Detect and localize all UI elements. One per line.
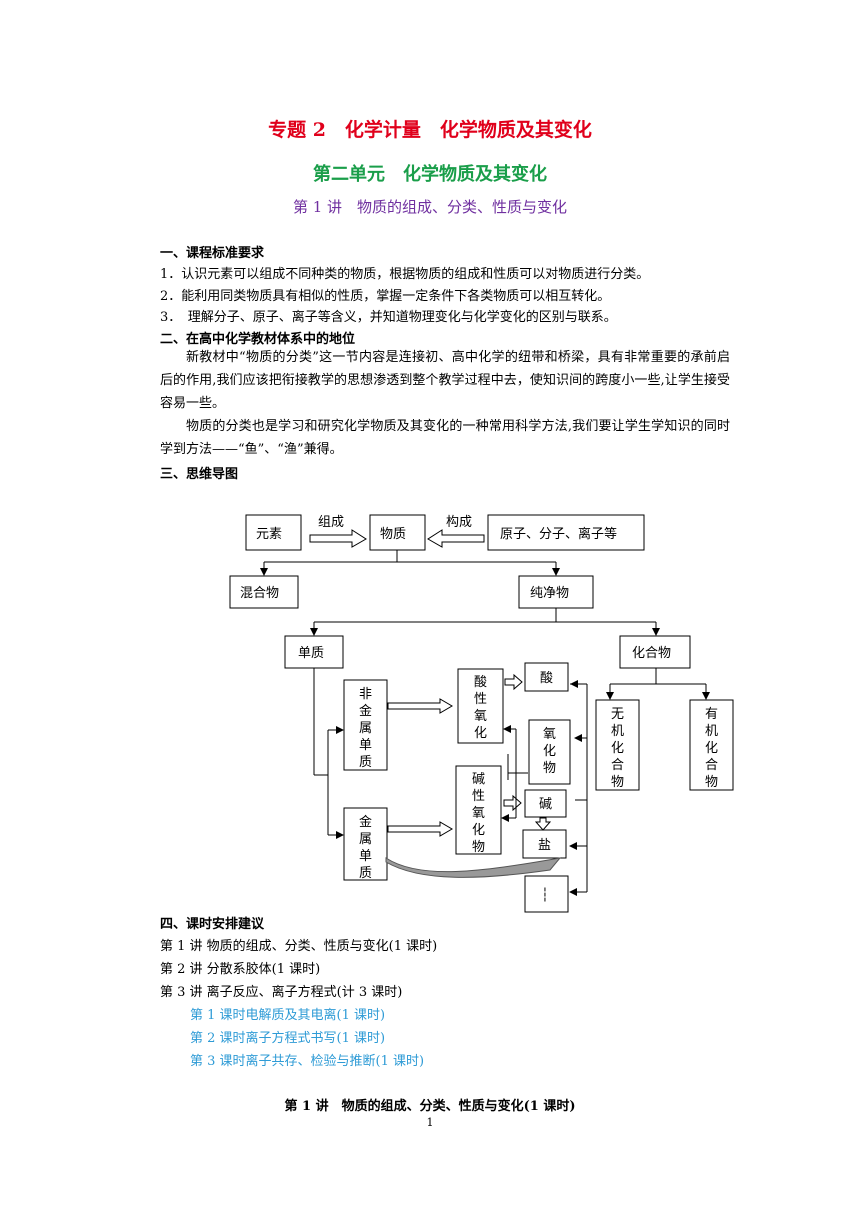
label-jianxing-0: 碱 [472,772,485,787]
section-2-heading: 二、在高中化学教材体系中的地位 [160,332,356,347]
box-wuji [595,699,640,791]
label-yan: 盐 [538,838,551,853]
label-jianxing-1: 性 [472,789,485,804]
label-jinshu-2: 单 [359,849,372,864]
label-hunhewu: 混合物 [240,586,279,601]
lesson-title: 第 1 讲 物质的组成、分类、性质与变化 [292,198,568,216]
label-yuansu: 元素 [256,527,282,542]
document-title: 专题 2 化学计量 化学物质及其变化 [268,119,592,141]
next-lesson-title: 第 1 讲 物质的组成、分类、性质与变化(1 课时) [284,1099,576,1114]
label-lizi: 原子、分子、离子等 [500,526,617,542]
section-1-item: 2．能利用同类物质具有相似的性质，掌握一定条件下各类物质可以相互转化。 [160,289,611,304]
label-dots: ┆ [541,887,549,903]
box-youji [689,699,734,791]
label-yanghuawu-1: 化 [543,744,556,759]
label-yanghuawu-0: 氧 [543,727,556,742]
label-feijinshu-2: 属 [359,721,372,736]
section-2-paragraph-2: 物质的分类也是学习和研究化学物质及其变化的一种常用科学方法,我们要让学生学知识的… [160,419,730,457]
label-jinshu-0: 金 [359,814,372,830]
label-feijinshu-1: 金 [359,703,372,719]
label-wuji-4: 物 [611,775,624,790]
section-1-heading: 一、课程标准要求 [160,246,265,261]
box-dots [524,875,569,913]
label-wuzhi: 物质 [380,527,406,542]
label-wuji-2: 化 [611,741,624,756]
schedule-item: 第 1 讲 物质的组成、分类、性质与变化(1 课时) [160,939,438,954]
label-danzhi: 单质 [298,646,324,661]
label-youji-1: 机 [705,724,718,739]
label-youji-3: 合 [705,758,718,773]
label-wuji-0: 无 [611,707,624,722]
box-jinshu [343,807,388,881]
label-wuji-1: 机 [611,724,624,739]
label-goucheng: 构成 [446,515,472,530]
label-chunjingwu: 纯净物 [530,586,569,601]
label-jinshu-3: 质 [359,866,372,881]
label-feijinshu-3: 单 [359,738,372,753]
label-youji-4: 物 [705,775,718,790]
schedule-subitem: 第 2 课时离子方程式书写(1 课时) [190,1031,386,1046]
box-yuansu [245,514,302,551]
box-lizi [487,514,645,551]
box-suanxing [457,668,504,744]
label-jianxing-3: 化 [472,823,485,838]
box-yanghuawu [528,719,571,785]
label-suanxing-1: 性 [474,692,487,707]
unit-title: 第二单元 化学物质及其变化 [313,164,547,185]
schedule-subitem: 第 3 课时离子共存、检验与推断(1 课时) [190,1054,425,1069]
label-suan: 酸 [540,671,553,686]
label-feijinshu-4: 质 [359,755,372,770]
label-wuji-3: 合 [611,758,624,773]
section-3-heading: 三、思维导图 [160,467,239,482]
page-number: 1 [426,1116,434,1129]
label-jinshu-1: 属 [359,832,372,847]
box-suan [524,662,569,692]
label-youji-0: 有 [705,707,718,722]
label-suanxing-2: 氧 [474,709,487,724]
schedule-item: 第 3 讲 离子反应、离子方程式(计 3 课时) [160,985,403,1000]
box-jian [524,789,567,818]
label-jian: 碱 [539,797,552,812]
label-zucheng: 组成 [318,515,344,530]
label-youji-2: 化 [705,741,718,756]
section-4-heading: 四、课时安排建议 [160,917,265,932]
label-feijinshu-0: 非 [359,687,372,702]
box-jianxing [455,765,502,855]
section-2-paragraph-1: 新教材中“物质的分类”这一节内容是连接初、高中化学的纽带和桥梁，具有非常重要的承… [160,350,730,411]
section-1-item: 1．认识元素可以组成不同种类的物质，根据物质的组成和性质可以对物质进行分类。 [160,267,650,282]
schedule-item: 第 2 讲 分散系胶体(1 课时) [160,962,321,977]
label-suanxing-0: 酸 [474,675,487,690]
box-feijinshu [343,679,388,771]
label-huahewu: 化合物 [632,646,671,661]
label-jianxing-4: 物 [472,840,485,855]
label-yanghuawu-2: 物 [543,761,556,776]
label-suanxing-3: 化 [474,726,487,741]
box-hunhewu [229,575,299,609]
box-yan [522,829,567,859]
section-1-item: 3． 理解分子、原子、离子等含义，并知道物理变化与化学变化的区别与联系。 [160,310,617,325]
box-huahewu [619,635,691,669]
schedule-subitem: 第 1 课时电解质及其电离(1 课时) [190,1008,386,1023]
label-jianxing-2: 氧 [472,806,485,821]
